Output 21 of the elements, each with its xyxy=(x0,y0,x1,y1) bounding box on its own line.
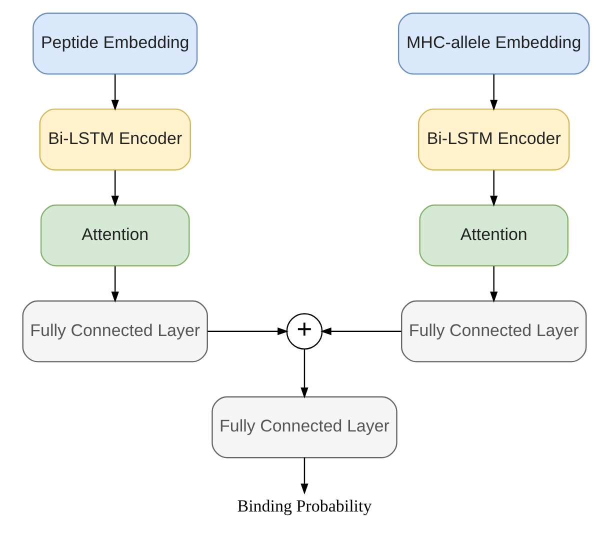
node-box: Fully Connected Layer xyxy=(22,300,208,362)
arrow xyxy=(490,266,498,303)
arrow xyxy=(208,328,289,336)
node-box: Fully Connected Layer xyxy=(400,300,587,362)
arrow xyxy=(111,266,119,303)
node-box: MHC-allele Embedding xyxy=(398,12,590,75)
node-box: Bi-LSTM Encoder xyxy=(39,108,191,170)
node-box: Attention xyxy=(40,204,190,266)
arrow xyxy=(111,170,119,207)
arrow xyxy=(300,458,308,495)
node-circle: + xyxy=(286,313,323,350)
node-box: Fully Connected Layer xyxy=(212,396,398,458)
node-box: Bi-LSTM Encoder xyxy=(418,108,570,170)
node-box: Attention xyxy=(419,204,568,266)
arrow xyxy=(490,74,498,111)
arrow xyxy=(320,328,402,336)
arrow xyxy=(490,170,498,207)
node-text: Binding Probability xyxy=(237,496,372,516)
node-box: Peptide Embedding xyxy=(32,12,198,75)
arrow xyxy=(111,74,119,111)
arrow xyxy=(300,349,308,398)
